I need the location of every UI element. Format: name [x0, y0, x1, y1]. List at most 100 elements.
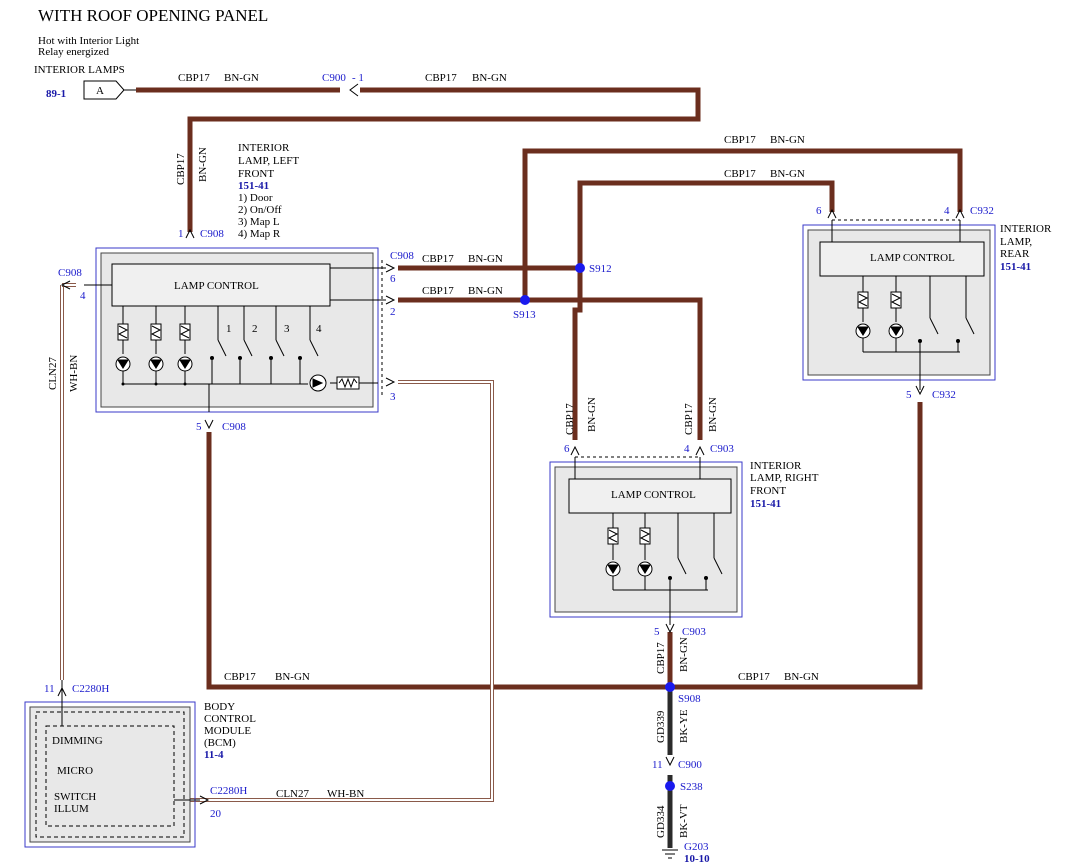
splice-s908 — [665, 682, 675, 692]
svg-text:WH-BN: WH-BN — [327, 788, 364, 800]
right-lamp-ref[interactable]: 151-41 — [750, 498, 781, 510]
bcm-ref[interactable]: 11-4 — [204, 749, 224, 761]
ground-icon — [662, 849, 678, 859]
svg-text:LAMP, RIGHT: LAMP, RIGHT — [750, 472, 819, 484]
svg-text:6: 6 — [816, 205, 822, 217]
svg-text:INTERIOR: INTERIOR — [1000, 223, 1052, 235]
svg-text:2: 2 — [390, 306, 396, 318]
connector-a-label: A — [96, 85, 104, 97]
wire-s913-rear-pin4 — [522, 148, 963, 300]
svg-text:1: 1 — [178, 228, 184, 240]
wire-s912-right-pin6 — [572, 268, 583, 440]
svg-text:BN-GN: BN-GN — [472, 72, 507, 84]
svg-text:C908: C908 — [200, 228, 224, 240]
svg-text:2: 2 — [252, 323, 258, 335]
svg-text:SWITCH: SWITCH — [54, 791, 96, 803]
svg-text:BODY: BODY — [204, 701, 235, 713]
c900-label: C900 — [322, 72, 346, 84]
svg-text:S908: S908 — [678, 693, 701, 705]
svg-text:1: 1 — [226, 323, 232, 335]
ground-ref[interactable]: 10-10 — [684, 853, 710, 865]
interior-lamp-rear: INTERIOR LAMP, REAR 151-41 LAMP CONTROL — [802, 219, 1052, 390]
svg-text:BN-GN: BN-GN — [770, 134, 805, 146]
wire-left-pin2-right-pin4 — [398, 297, 703, 440]
svg-text:2) On/Off: 2) On/Off — [238, 204, 282, 216]
svg-text:S238: S238 — [680, 781, 703, 793]
svg-text:11: 11 — [44, 683, 55, 695]
svg-text:LAMP,: LAMP, — [1000, 236, 1032, 248]
svg-text:BN-GN: BN-GN — [468, 253, 503, 265]
wire-label-cbp17: CBP17 — [178, 72, 210, 84]
svg-text:CLN27: CLN27 — [276, 788, 310, 800]
interior-lamp-right-front: INTERIOR LAMP, RIGHT FRONT 151-41 LAMP C… — [549, 456, 819, 625]
svg-text:20: 20 — [210, 808, 222, 820]
svg-text:BN-GN: BN-GN — [678, 637, 690, 672]
svg-text:REAR: REAR — [1000, 248, 1030, 260]
left-lamp-control-module — [111, 263, 331, 307]
svg-text:BN-GN: BN-GN — [784, 671, 819, 683]
svg-text:4: 4 — [80, 290, 86, 302]
svg-text:CBP17: CBP17 — [738, 671, 770, 683]
svg-text:CBP17: CBP17 — [655, 642, 667, 674]
svg-text:FRONT: FRONT — [750, 485, 786, 497]
svg-text:C908: C908 — [222, 421, 246, 433]
svg-text:MODULE: MODULE — [204, 725, 251, 737]
svg-text:ILLUM: ILLUM — [54, 803, 89, 815]
svg-text:BN-GN: BN-GN — [586, 397, 598, 432]
svg-text:GD339: GD339 — [655, 710, 667, 743]
c900-pin-label: - 1 — [352, 72, 364, 84]
svg-text:C2280H: C2280H — [72, 683, 109, 695]
svg-text:CBP17: CBP17 — [422, 253, 454, 265]
wire-ground-bus — [206, 402, 923, 690]
svg-text:CBP17: CBP17 — [422, 285, 454, 297]
svg-text:C900: C900 — [678, 759, 702, 771]
svg-text:4) Map R: 4) Map R — [238, 228, 281, 240]
svg-text:BK-VT: BK-VT — [678, 804, 690, 838]
wire-c900-to-left-lamp — [187, 87, 701, 232]
svg-text:1) Door: 1) Door — [238, 192, 273, 204]
svg-text:C903: C903 — [710, 443, 734, 455]
svg-text:MICRO: MICRO — [57, 765, 93, 777]
splice-s238 — [665, 781, 675, 791]
svg-text:C903: C903 — [682, 626, 706, 638]
svg-text:INTERIOR: INTERIOR — [238, 142, 290, 154]
interior-lamps-ref[interactable]: 89-1 — [46, 88, 66, 100]
svg-text:11: 11 — [652, 759, 663, 771]
svg-text:BN-GN: BN-GN — [275, 671, 310, 683]
splice-s913 — [520, 295, 530, 305]
svg-text:CONTROL: CONTROL — [204, 713, 256, 725]
svg-text:CBP17: CBP17 — [564, 403, 576, 435]
svg-text:CBP17: CBP17 — [425, 72, 457, 84]
svg-text:LAMP CONTROL: LAMP CONTROL — [174, 280, 259, 292]
connector-a-flag — [83, 80, 125, 100]
svg-text:BN-GN: BN-GN — [707, 397, 719, 432]
svg-text:6: 6 — [390, 273, 396, 285]
body-control-module: BODY CONTROL MODULE (BCM) 11-4 DIMMING M… — [24, 680, 256, 848]
svg-text:C932: C932 — [970, 205, 994, 217]
svg-text:(BCM): (BCM) — [204, 737, 236, 749]
wire-s912-rear-pin6 — [577, 180, 835, 268]
svg-text:CBP17: CBP17 — [175, 153, 187, 185]
left-lamp-ref[interactable]: 151-41 — [238, 180, 269, 192]
svg-text:5: 5 — [196, 421, 202, 433]
splice-s912 — [575, 263, 585, 273]
svg-text:5: 5 — [654, 626, 660, 638]
svg-text:BN-GN: BN-GN — [197, 147, 209, 182]
svg-text:C2280H: C2280H — [210, 785, 247, 797]
wire-label-bngn: BN-GN — [224, 72, 259, 84]
svg-text:3: 3 — [390, 391, 396, 403]
svg-text:4: 4 — [316, 323, 322, 335]
svg-text:LAMP, LEFT: LAMP, LEFT — [238, 155, 299, 167]
svg-text:CBP17: CBP17 — [724, 168, 756, 180]
svg-text:CBP17: CBP17 — [683, 403, 695, 435]
svg-text:CLN27: CLN27 — [47, 357, 59, 391]
svg-text:C908: C908 — [58, 267, 82, 279]
svg-text:BN-GN: BN-GN — [468, 285, 503, 297]
svg-text:GD334: GD334 — [655, 805, 667, 838]
svg-text:S913: S913 — [513, 309, 536, 321]
rear-lamp-ref[interactable]: 151-41 — [1000, 261, 1031, 273]
svg-text:INTERIOR: INTERIOR — [750, 460, 802, 472]
svg-text:CBP17: CBP17 — [724, 134, 756, 146]
svg-text:CBP17: CBP17 — [224, 671, 256, 683]
